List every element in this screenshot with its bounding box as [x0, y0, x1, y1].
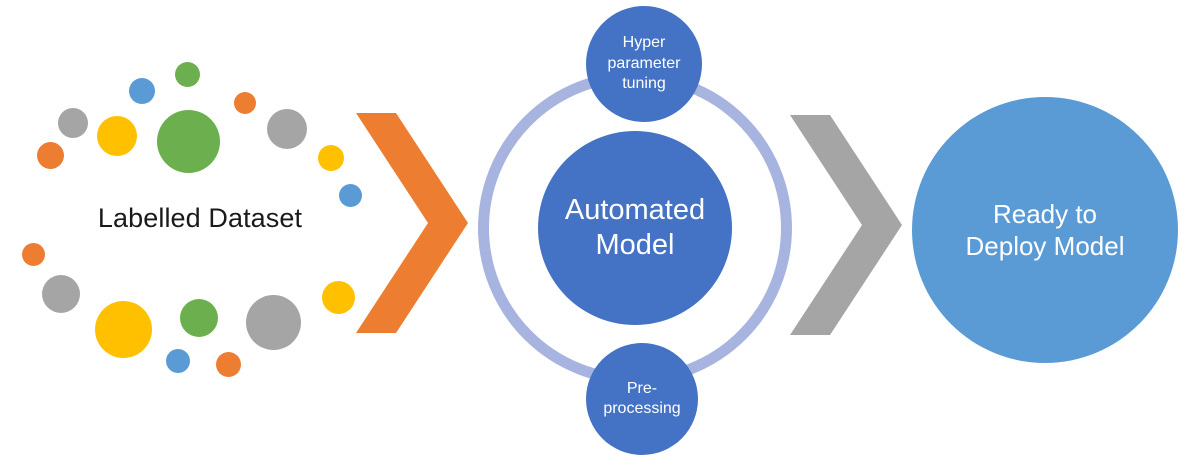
dot-gray-1 — [58, 108, 88, 138]
automated-model-label: Automated Model — [565, 193, 705, 264]
pre-processing-label: Pre- processing — [603, 379, 680, 420]
dot-yellow-4 — [322, 281, 355, 314]
dot-yellow-1 — [97, 116, 137, 156]
dot-gray-4 — [246, 295, 301, 350]
dataset-label: Labelled Dataset — [97, 203, 303, 233]
orange-chevron-svg — [356, 113, 468, 333]
hyper-line2: parameter — [607, 54, 681, 72]
dot-yellow-3 — [95, 301, 152, 358]
deploy-line1: Ready to — [992, 198, 1098, 229]
ready-to-deploy-circle: Ready to Deploy Model — [912, 97, 1178, 363]
pre-processing-circle: Pre- processing — [586, 343, 698, 455]
automated-model-line1: Automated — [564, 193, 706, 226]
dot-orange-4 — [216, 352, 241, 377]
dot-blue-3 — [166, 349, 190, 373]
dot-yellow-2 — [318, 145, 344, 171]
dot-orange-2 — [234, 92, 256, 114]
dot-orange-1 — [37, 142, 64, 169]
dot-gray-3 — [42, 275, 80, 313]
dot-blue-2 — [339, 184, 362, 207]
automated-model-line2: Model — [595, 229, 675, 261]
hyperparameter-tuning-circle: Hyper parameter tuning — [586, 6, 702, 122]
dot-green-2 — [180, 299, 218, 337]
dot-blue-1 — [129, 78, 155, 104]
dot-gray-2 — [267, 109, 307, 149]
gray-chevron-icon — [786, 110, 906, 340]
ready-to-deploy-label: Ready to Deploy Model — [966, 198, 1125, 263]
dot-green-big — [157, 110, 220, 173]
gray-chevron-svg — [790, 115, 902, 335]
model-outer-ring — [478, 71, 792, 385]
preproc-line1: Pre- — [626, 379, 658, 397]
hyper-line3: tuning — [622, 75, 666, 93]
stage-labelled-dataset: Labelled Dataset — [0, 0, 400, 457]
preproc-line2: processing — [603, 400, 681, 417]
dot-orange-3 — [22, 243, 45, 266]
hyperparameter-tuning-label: Hyper parameter tuning — [608, 33, 681, 94]
deploy-line2: Deploy Model — [965, 231, 1125, 261]
dot-green-1 — [175, 62, 200, 87]
automated-model-circle: Automated Model — [538, 131, 732, 325]
orange-chevron-icon — [352, 108, 472, 338]
hyper-line1: Hyper — [622, 34, 666, 52]
